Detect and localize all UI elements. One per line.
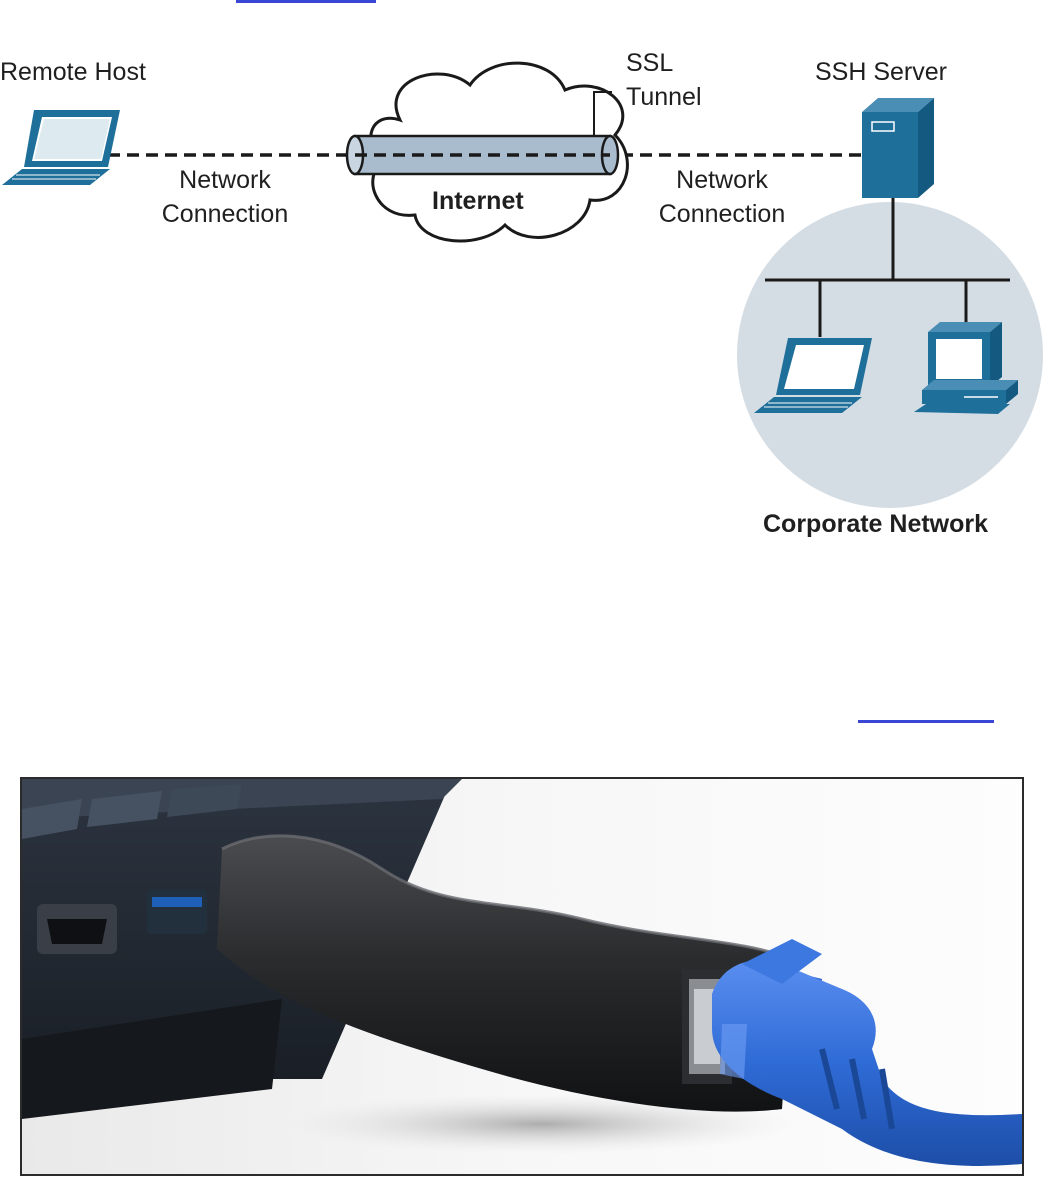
ssl-label-line1: SSL [626, 49, 674, 77]
usb-ethernet-adapter-photo [20, 777, 1024, 1176]
left-connection-label-line1: Network [179, 166, 271, 194]
internet-label: Internet [432, 187, 524, 215]
server-tower-icon [862, 98, 934, 198]
ssl-tunnel-network-diagram [2, 61, 1043, 508]
left-connection-label-line2: Connection [161, 200, 289, 228]
pipe-tunnel-icon [345, 134, 620, 176]
corporate-lan-bus [765, 198, 1010, 337]
right-connection-label-line1: Network [676, 166, 768, 194]
corporate-network-label: Corporate Network [763, 510, 989, 538]
ssh-server-label: SSH Server [815, 58, 947, 86]
blue-ethernet-cable [712, 939, 1022, 1166]
desktop-computer-icon [914, 322, 1018, 414]
laptop-icon [754, 338, 872, 413]
hyperlink-underline-top[interactable] [236, 0, 376, 3]
hyperlink-underline-middle[interactable] [858, 720, 994, 723]
laptop-icon [2, 110, 120, 185]
ssl-leader-line [593, 91, 612, 136]
remote-host-label: Remote Host [0, 58, 146, 86]
right-connection-label-line2: Connection [658, 200, 786, 228]
usb-ethernet-adapter [217, 834, 793, 1112]
ssl-label-line2: Tunnel [626, 83, 702, 111]
